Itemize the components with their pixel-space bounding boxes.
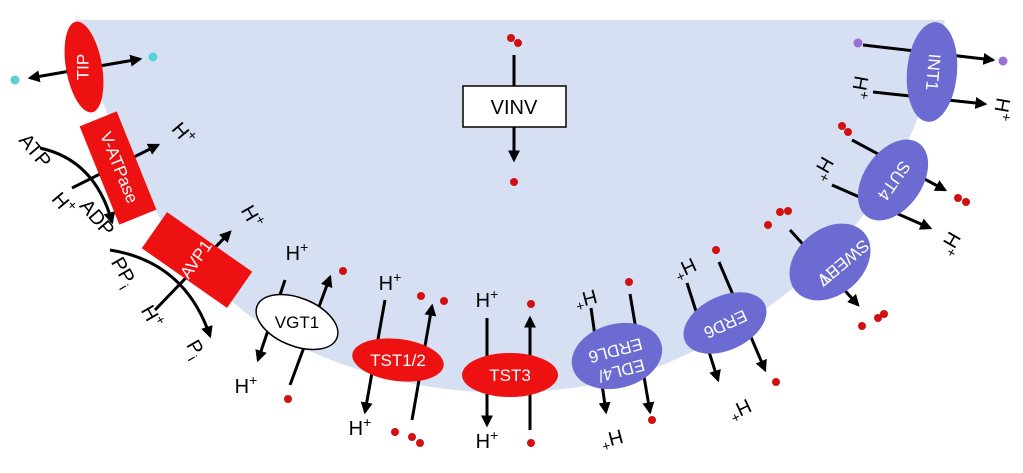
- h-plus-label: H+: [47, 186, 81, 220]
- h-plus-label: H+: [476, 427, 499, 453]
- tst3-label: TST3: [489, 366, 531, 385]
- hexose-molecule: [510, 178, 518, 186]
- ppi-label: PPi: [103, 254, 140, 293]
- sucrose-molecule: [507, 34, 515, 42]
- sucrose-molecule: [514, 39, 522, 47]
- inositol-molecule: [998, 56, 1008, 66]
- sugar-molecule: [440, 297, 448, 305]
- sweet-iv-transporter: SWEET IV: [764, 207, 888, 330]
- h-plus-label: H+: [988, 96, 1018, 123]
- atp-label: ATP: [14, 130, 55, 173]
- tst12-label: TST1/2: [370, 351, 426, 370]
- glucose-molecule: [339, 267, 347, 275]
- tst12-transporter: TST1/2 H+ H+: [349, 269, 448, 447]
- vinv-enzyme: VINV: [462, 34, 567, 186]
- sugar-molecule: [772, 378, 780, 386]
- h-plus-label: H+: [572, 284, 601, 315]
- h-plus-label: H+: [846, 74, 876, 101]
- sucrose-molecule: [874, 314, 882, 322]
- glucose-molecule: [284, 395, 292, 403]
- h-plus-label: H+: [136, 300, 170, 333]
- vgt1-label: VGT1: [275, 313, 319, 332]
- water-molecule: [10, 75, 20, 85]
- sugar-molecule: [391, 428, 399, 436]
- pi-label: Pi: [178, 336, 209, 363]
- int1-label: INT1: [922, 53, 944, 91]
- sugar-molecule: [408, 433, 416, 441]
- water-molecule: [148, 52, 158, 62]
- int1-transporter: INT1 H+ H+: [846, 22, 1018, 123]
- h-plus-label: H+: [379, 269, 402, 295]
- sugar-molecule: [712, 246, 720, 254]
- h-plus-label: H+: [476, 286, 499, 312]
- vinv-label: VINV: [491, 97, 538, 119]
- h-plus-label: H+: [286, 239, 309, 265]
- sugar-molecule: [417, 292, 425, 300]
- sucrose-molecule: [764, 221, 772, 229]
- sugar-molecule: [625, 278, 633, 286]
- sucrose-molecule: [784, 207, 792, 215]
- erdl6-transporter: EDL4/ ERDL6 H+ H+: [571, 278, 663, 455]
- tip-label: TIP: [73, 54, 92, 80]
- sucrose-molecule: [880, 310, 888, 318]
- h-plus-label: H+: [725, 394, 757, 427]
- vacuole: [75, 20, 945, 393]
- inositol-molecule: [853, 38, 863, 48]
- sugar-molecule: [527, 439, 535, 447]
- vgt1-transporter: VGT1 H+ H+: [235, 239, 347, 403]
- h-plus-label: H+: [598, 424, 627, 455]
- h-plus-label: H+: [934, 228, 968, 261]
- sugar-molecule: [648, 416, 656, 424]
- sucrose-molecule: [962, 198, 970, 206]
- sugar-molecule: [416, 439, 424, 447]
- sucrose-molecule: [954, 194, 962, 202]
- sugar-molecule: [527, 300, 535, 308]
- h-plus-label: H+: [349, 414, 372, 440]
- tip-transporter: TIP: [10, 21, 158, 113]
- sucrose-molecule: [858, 322, 866, 330]
- h-plus-label: H+: [235, 372, 258, 398]
- sucrose-molecule: [844, 128, 852, 136]
- sucrose-molecule: [838, 122, 846, 130]
- sucrose-molecule: [776, 208, 784, 216]
- tst3-transporter: TST3 H+ H+: [462, 286, 558, 453]
